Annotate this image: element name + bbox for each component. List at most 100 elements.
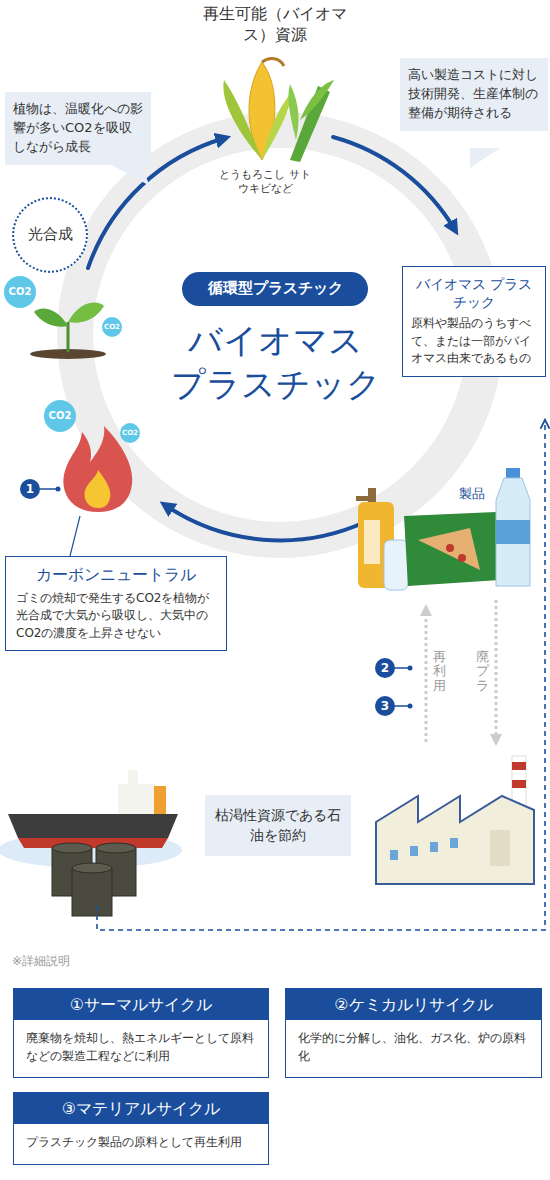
box-text: 化学的に分解し、油化、ガス化、炉の原料化 (286, 1020, 541, 1077)
callout-leader-end (408, 704, 413, 709)
callout-number: CO2 (120, 427, 140, 439)
box-text: 高い製造コストに対し技術開発、生産体制の整備が期待される (408, 66, 540, 123)
text-box: 植物は、温暖化への影響が多いCO2を吸収しながら成長 (5, 92, 151, 165)
factory-building (376, 796, 534, 884)
text-box: カーボンニュートラルゴミの焼却で発生するCO2を植物が光合成で大気から吸収し、大… (5, 556, 227, 651)
callout-number: 2 (375, 660, 395, 676)
callout-dot (375, 696, 395, 716)
fire-illustration (20, 400, 140, 556)
reuse-arrow (425, 610, 428, 742)
window (390, 850, 398, 860)
bottle-label (364, 520, 380, 564)
leader-line (70, 516, 80, 556)
callout-number: CO2 (44, 408, 76, 424)
callout-leader-end (56, 487, 61, 492)
window (410, 846, 418, 856)
waste-arrow (495, 600, 498, 740)
photosynthesis-circle: 光合成 (12, 197, 88, 273)
box-heading: ③マテリアルサイクル (14, 1093, 268, 1124)
cycle-arrow (333, 137, 455, 230)
box-text: 廃棄物を焼却し、熱エネルギーとして原料などの製造工程などに利用 (14, 1020, 268, 1077)
box-text: 原料や製品のうちすべて、または一部がバイオマス由来であるもの (411, 315, 537, 367)
chimney-band (512, 780, 526, 788)
barrel (72, 868, 112, 916)
annex (490, 830, 510, 866)
ship-cabin (118, 784, 156, 814)
label: バイオマス プラスチック (168, 318, 383, 406)
box-text: 光合成 (28, 224, 73, 246)
barrel-top (52, 843, 92, 853)
label: 再生可能（バイオマス）資源 (200, 4, 350, 46)
callout-tail (110, 164, 150, 186)
box-text: ゴミの焼却で発生するCO2を植物が光合成で大気から吸収し、大気中のCO2の濃度を… (16, 590, 216, 642)
water-label (496, 520, 530, 544)
detail-box: ①サーマルサイクル廃棄物を焼却し、熱エネルギーとして原料などの製造工程などに利用 (13, 988, 269, 1078)
co2-bubble (4, 276, 36, 308)
cycle-arrow (165, 505, 365, 540)
sugarcane-leaf (300, 80, 334, 120)
box-text: 植物は、温暖化への影響が多いCO2を吸収しながら成長 (13, 100, 143, 157)
pizza-package (404, 512, 500, 586)
vertical-label: 再利用 (433, 650, 446, 693)
co2-bubble (120, 423, 140, 443)
topping (446, 544, 454, 552)
label: 製品 (452, 486, 492, 503)
dashed-flow-line (97, 422, 545, 930)
label: とうもろこし サトウキビなど (218, 168, 312, 197)
box-text: 枯渇性資源である石油を節約 (215, 805, 341, 846)
ship-mast (128, 770, 138, 784)
stem (67, 322, 70, 352)
window (450, 838, 458, 848)
barrel-top (72, 863, 112, 873)
detail-box: ②ケミカルリサイクル化学的に分解し、油化、ガス化、炉の原料化 (285, 988, 542, 1078)
box-heading: カーボンニュートラル (16, 565, 216, 586)
corn-leaf (223, 80, 262, 160)
tanker-illustration (0, 770, 182, 916)
callout-leader (395, 667, 408, 669)
water-bottle (496, 478, 530, 586)
ship-hull (8, 814, 178, 838)
chimney-band (512, 762, 526, 770)
products-illustration (356, 468, 530, 590)
box-text: 循環型プラスチック (208, 278, 343, 300)
sugarcane-leaf (288, 84, 298, 140)
flame (63, 426, 132, 512)
ship-funnel (154, 786, 166, 814)
pump (356, 496, 374, 501)
text-box: 枯渇性資源である石油を節約 (205, 795, 351, 856)
callout-number: CO2 (102, 321, 122, 333)
factory-illustration (376, 756, 534, 884)
callout-number: 1 (20, 481, 40, 497)
sprout-illustration (4, 276, 122, 359)
recycle-arrows (375, 600, 496, 742)
text-box: 高い製造コストに対し技術開発、生産体制の整備が期待される (400, 58, 548, 131)
callout-number: CO2 (4, 284, 36, 300)
corn-silk (262, 59, 284, 66)
ship-bottom (18, 838, 168, 848)
callout-number: 3 (375, 698, 395, 714)
box-heading: ②ケミカルリサイクル (286, 989, 541, 1020)
small-bottle (384, 540, 408, 590)
callout-leader (40, 488, 56, 490)
callout-dot (20, 479, 40, 499)
leaf (68, 303, 104, 323)
window (430, 842, 438, 852)
bottle-cap (506, 468, 520, 478)
callout-leader-end (408, 666, 413, 671)
callout-dot (375, 658, 395, 678)
flame-core (85, 470, 111, 508)
box-heading: ①サーマルサイクル (14, 989, 268, 1020)
co2-bubble (102, 317, 122, 337)
cycle-arrows (88, 137, 455, 540)
callout-leader (395, 705, 408, 707)
corn-illustration (223, 59, 334, 162)
box-text: プラスチック製品の原料として再生利用 (14, 1124, 268, 1163)
corn-leaf (262, 92, 292, 160)
barrels (52, 843, 136, 916)
co2-bubble (44, 400, 76, 432)
text-box: バイオマス プラスチック原料や製品のうちすべて、または一部がバイオマス由来である… (402, 266, 546, 377)
box-heading: バイオマス プラスチック (411, 275, 537, 311)
detail-box: ③マテリアルサイクルプラスチック製品の原料として再生利用 (13, 1092, 269, 1165)
callout-tail (470, 148, 500, 168)
